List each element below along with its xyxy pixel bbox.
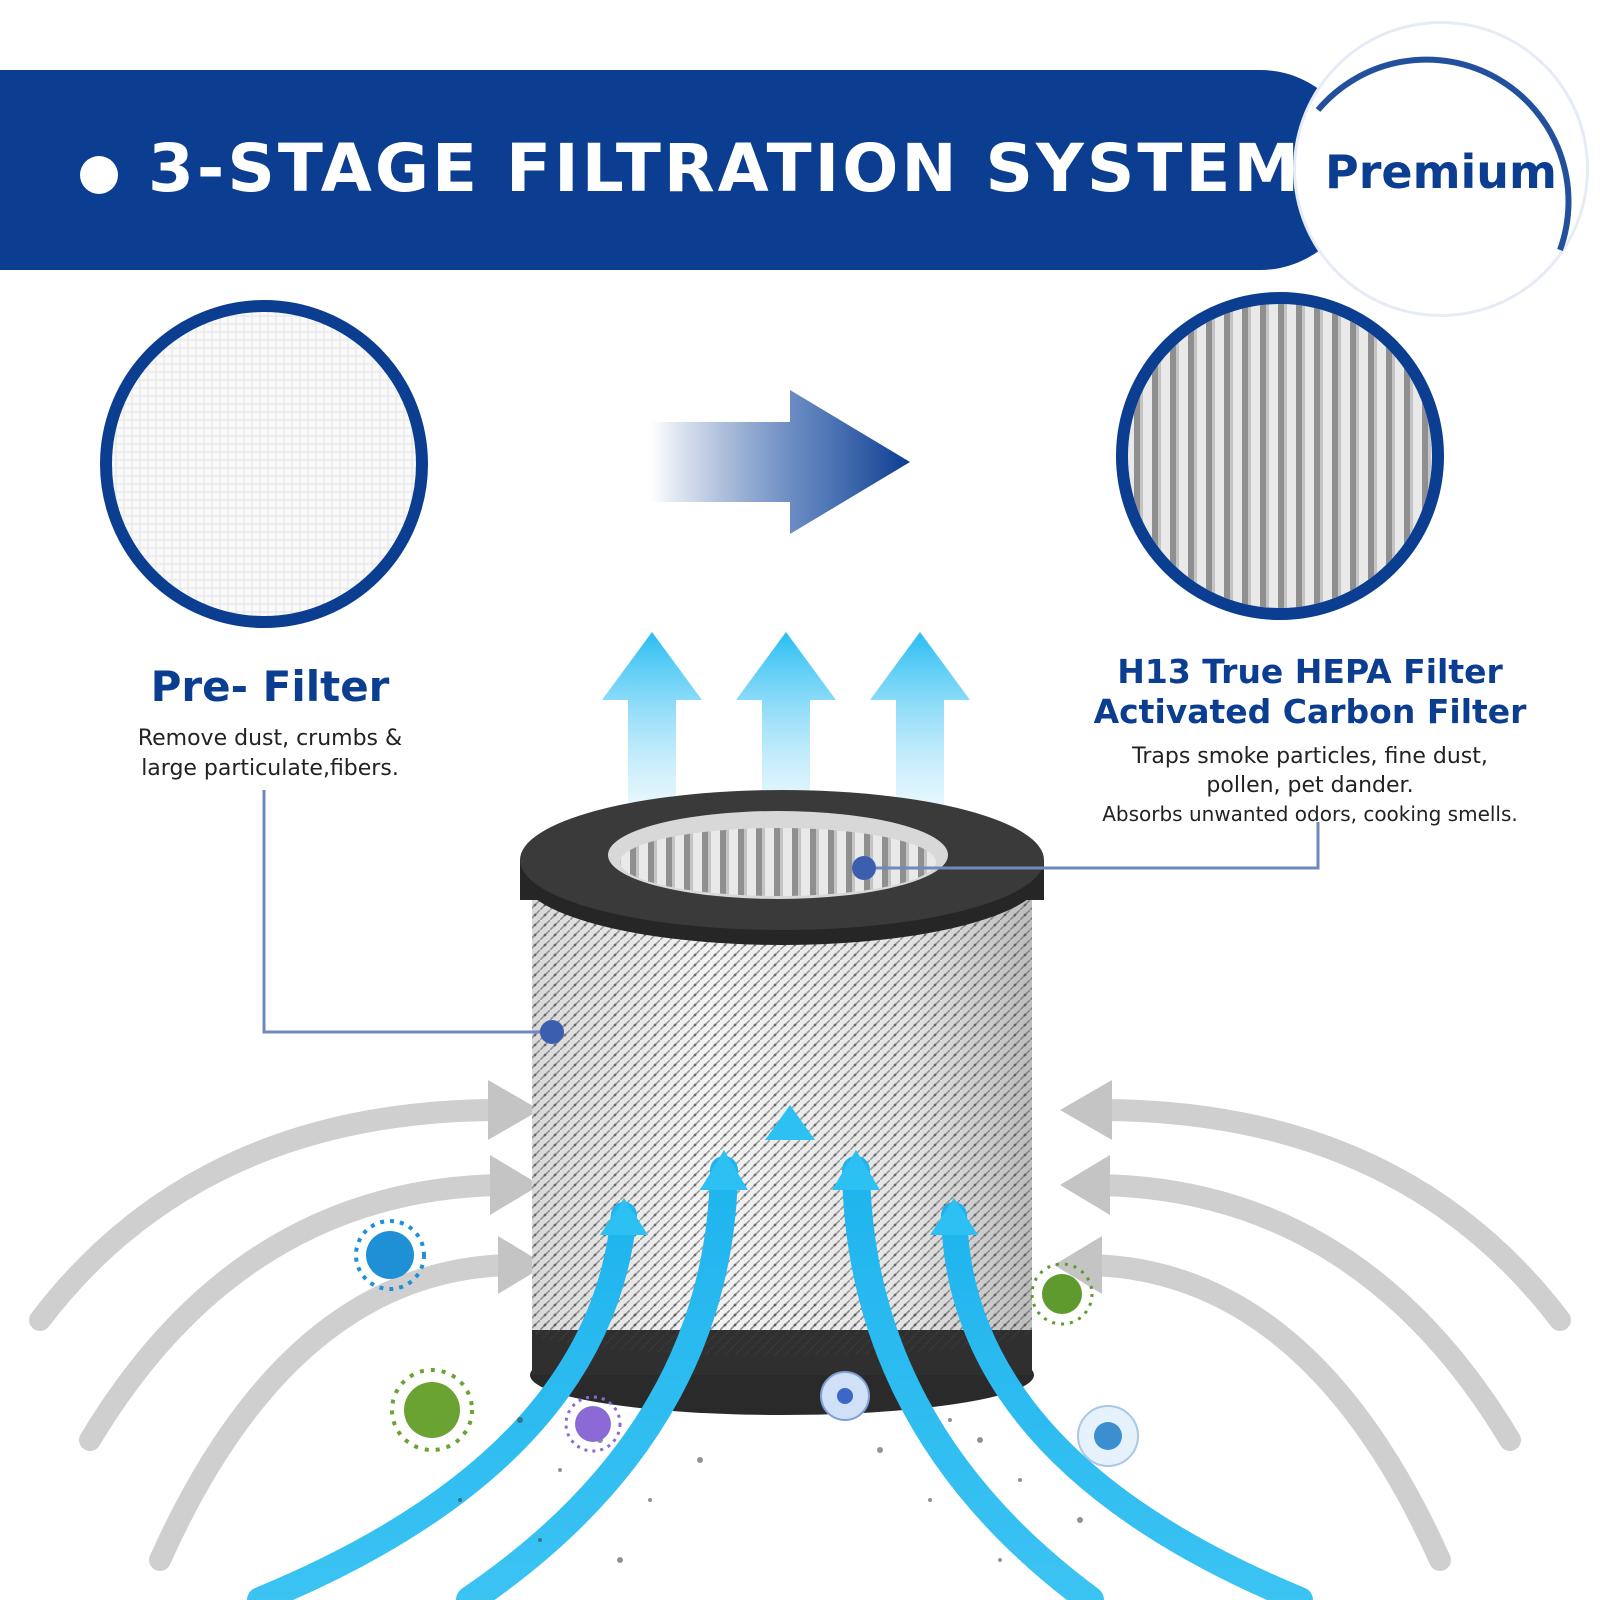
page-title: 3-STAGE FILTRATION SYSTEM [148, 130, 1303, 207]
germ-green-icon [390, 1368, 474, 1452]
intake-arrowheads-right [1054, 1080, 1112, 1294]
germ-green-small-icon [1030, 1262, 1094, 1326]
premium-badge-label: Premium [1325, 145, 1557, 199]
pre-filter-description: Remove dust, crumbs & large particulate,… [80, 724, 460, 784]
pre-filter-desc-line1: Remove dust, crumbs & [137, 726, 403, 751]
hepa-desc-line2: pollen, pet dander. [1206, 773, 1414, 798]
hepa-desc-line3: Absorbs unwanted odors, cooking smells. [1102, 802, 1518, 826]
bullet-dot-icon [80, 156, 118, 194]
outflow-arrow-1 [602, 632, 702, 830]
germ-bubble-blue-icon [1077, 1405, 1139, 1467]
carbon-filter-title: Activated Carbon Filter [1093, 692, 1527, 731]
intake-arrowheads-left [488, 1080, 546, 1294]
premium-badge [1296, 24, 1586, 314]
stage-arrow-icon [650, 390, 910, 534]
dust-particles [458, 1417, 1083, 1563]
hepa-filter-title: H13 True HEPA Filter [1117, 652, 1503, 691]
germ-blue-icon [354, 1219, 426, 1291]
pre-filter-swatch [100, 300, 428, 628]
title-banner: 3-STAGE FILTRATION SYSTEM [0, 70, 1360, 270]
outflow-arrow-3 [870, 632, 970, 830]
airflow-streams [247, 1108, 1313, 1600]
badge-ring-arc [1315, 56, 1572, 252]
callout-lines [262, 790, 1320, 1034]
outflow-arrows [602, 632, 970, 830]
germ-purple-icon [564, 1395, 622, 1453]
pre-filter-title: Pre- Filter [150, 662, 390, 711]
germ-bubble-icon [820, 1371, 870, 1421]
hepa-filter-swatch [1116, 292, 1444, 620]
intake-arcs-left [29, 1099, 521, 1571]
pre-filter-desc-line2: large particulate,fibers. [141, 756, 399, 781]
airflow-stream-arrowheads [600, 1105, 978, 1235]
hepa-callout [864, 822, 1320, 870]
pre-filter-callout-dot [540, 1020, 564, 1044]
pre-filter-callout [262, 790, 550, 1034]
outflow-arrow-2 [736, 632, 836, 830]
hepa-callout-dot [852, 856, 876, 880]
intake-arcs-right [1079, 1099, 1571, 1571]
hepa-desc-line1: Traps smoke particles, fine dust, [1132, 744, 1488, 769]
